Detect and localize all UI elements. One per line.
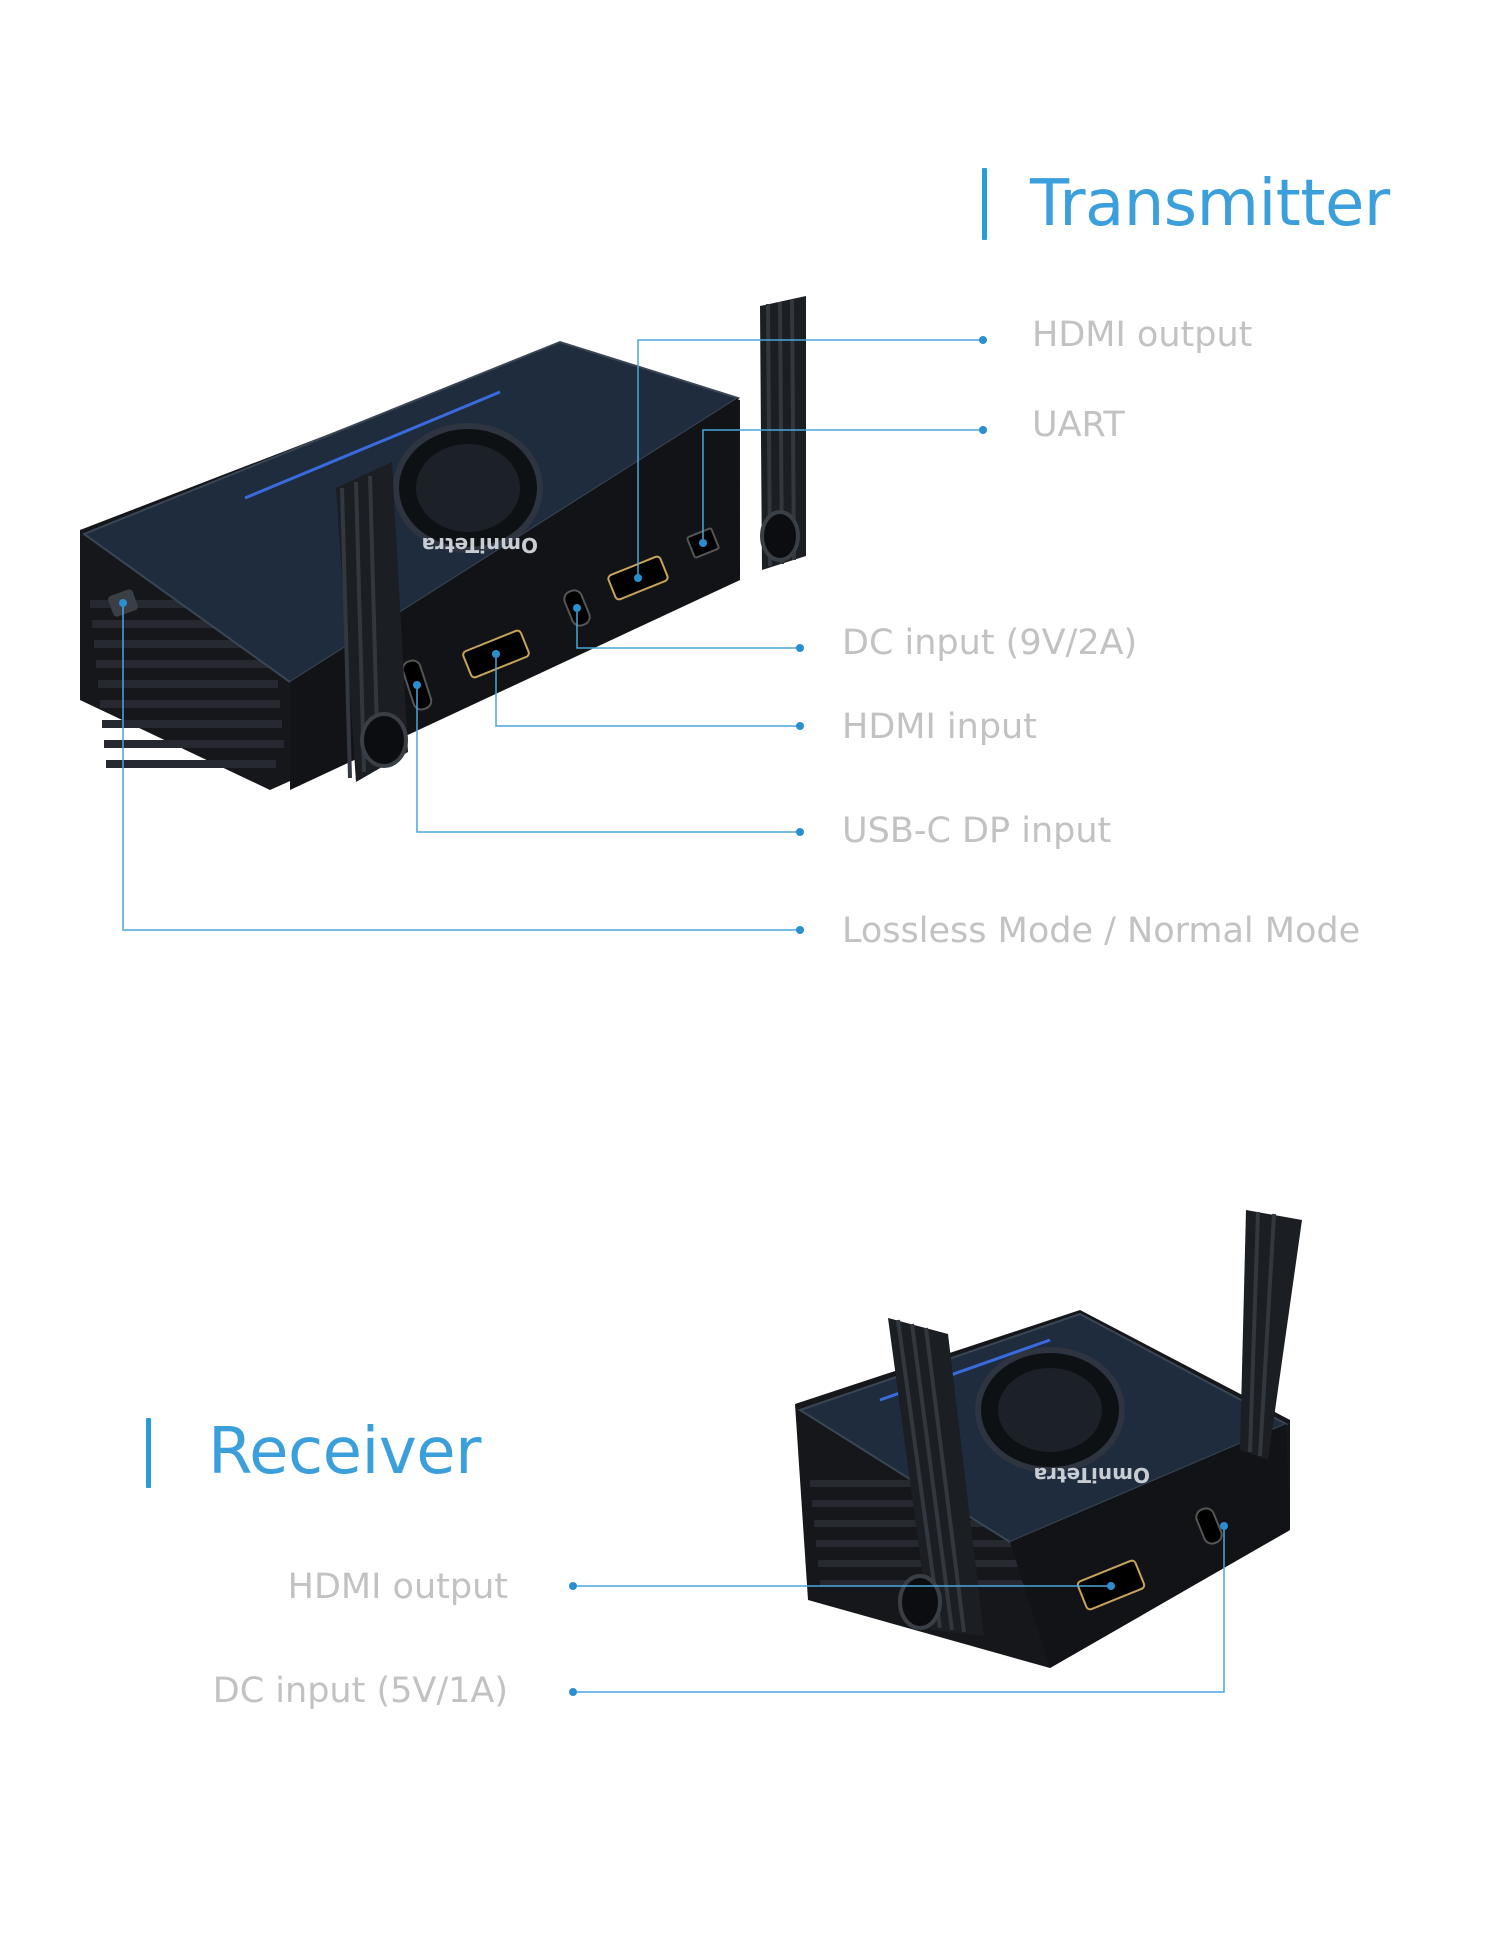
transmitter-label-uart: UART [1032, 405, 1125, 445]
leader-hdmi-output [637, 339, 983, 578]
transmitter-label-hdmi-output: HDMI output [1032, 315, 1253, 355]
receiver-brand-text: OmniTetra [1034, 1463, 1150, 1487]
receiver-label-dc-input: DC input (5V/1A) [212, 1671, 508, 1711]
leader-dot-hdmi-input [796, 722, 804, 730]
receiver-title: Receiver [208, 1415, 481, 1489]
transmitter-antenna-front [336, 462, 408, 782]
transmitter-label-hdmi-input: HDMI input [842, 707, 1037, 747]
transmitter-label-usbc-dp-input: USB-C DP input [842, 811, 1112, 851]
transmitter-title: Transmitter [1030, 167, 1390, 241]
transmitter-label-mode-switch: Lossless Mode / Normal Mode [842, 911, 1361, 951]
receiver-antenna-back [1240, 1210, 1302, 1460]
receiver-label-hdmi-output: HDMI output [287, 1567, 508, 1607]
leader-dot-receiver-hdmi-output [569, 1582, 577, 1590]
receiver-port-dc [1195, 1507, 1223, 1545]
leader-dot-dc-input [796, 644, 804, 652]
leader-dot-hdmi-output [979, 336, 987, 344]
leader-dot-uart [979, 426, 987, 434]
leader-dc-input [576, 608, 800, 649]
leader-dot-usbc-dp-input [796, 828, 804, 836]
receiver-antenna-front [888, 1318, 984, 1636]
receiver-title-bar [146, 1418, 151, 1488]
transmitter-brand-text: OmniTetra [422, 533, 538, 557]
leader-uart [702, 429, 983, 543]
leader-dot-receiver-dc-input [569, 1688, 577, 1696]
leader-dot-mode-switch [796, 926, 804, 934]
transmitter-led-strip [244, 390, 501, 500]
transmitter-antenna-back [760, 296, 806, 570]
leader-usbc-dp-input [416, 685, 800, 833]
leader-hdmi-input [495, 654, 800, 727]
transmitter-label-dc-input: DC input (9V/2A) [842, 623, 1138, 663]
leader-mode-switch [122, 603, 800, 931]
transmitter-title-bar [982, 168, 987, 240]
receiver-front-panel [1010, 1424, 1290, 1668]
leader-receiver-dc-input [573, 1526, 1225, 1693]
